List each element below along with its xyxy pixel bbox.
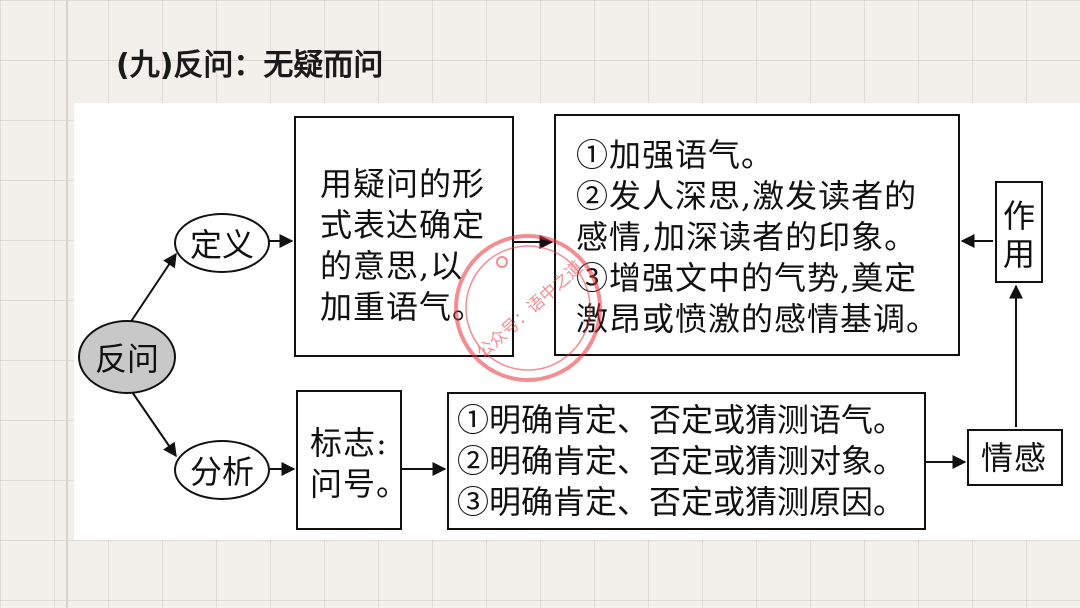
definition-line: 式表达确定 <box>320 206 486 244</box>
analysis-text-box: ①明确肯定、否定或猜测语气。 ②明确肯定、否定或猜测对象。 ③明确肯定、否定或猜… <box>447 392 926 530</box>
function-label-char: 用 <box>1003 235 1037 273</box>
marker-line: 问号。 <box>310 465 410 503</box>
function-text-box: ①加强语气。 ②发人深思,激发读者的 感情,加深读者的印象。 ③增强文中的气势,… <box>554 114 960 356</box>
arrow-root-to-definition <box>127 252 177 327</box>
definition-line: 加重语气。 <box>320 288 486 326</box>
definition-line: 的意思,以 <box>320 247 464 285</box>
node-root-label: 反问 <box>94 340 159 378</box>
node-definition-label: 定义 <box>189 226 254 264</box>
function-line: ②发人深思,激发读者的 <box>576 177 918 215</box>
emotion-box: 情感 <box>967 429 1063 486</box>
node-definition: 定义 <box>174 213 270 273</box>
function-line: ①加强语气。 <box>576 136 775 174</box>
function-line: 感情,加深读者的印象。 <box>576 218 918 256</box>
analysis-line: ①明确肯定、否定或猜测语气。 <box>457 401 906 439</box>
marker-line: 标志: <box>310 424 388 462</box>
node-root-rhetorical-question: 反问 <box>78 320 176 394</box>
definition-text-box: 用疑问的形 式表达确定 的意思,以 加重语气。 <box>294 116 514 357</box>
marker-box: 标志: 问号。 <box>296 390 410 530</box>
node-analysis-label: 分析 <box>189 453 254 491</box>
function-label-box: 作 用 <box>995 181 1043 283</box>
analysis-line: ②明确肯定、否定或猜测对象。 <box>457 442 906 480</box>
function-line: 激昂或愤激的感情基调。 <box>576 300 940 338</box>
definition-line: 用疑问的形 <box>320 165 486 203</box>
emotion-label: 情感 <box>981 439 1048 477</box>
page-title: (九)反问：无疑而问 <box>116 48 384 83</box>
function-label-char: 作 <box>1003 197 1037 235</box>
arrow-root-to-analysis <box>127 385 177 458</box>
node-analysis: 分析 <box>174 440 270 500</box>
page-margin-line <box>66 0 68 608</box>
analysis-line: ③明确肯定、否定或猜测原因。 <box>457 483 906 521</box>
function-line: ③增强文中的气势,奠定 <box>576 259 918 297</box>
